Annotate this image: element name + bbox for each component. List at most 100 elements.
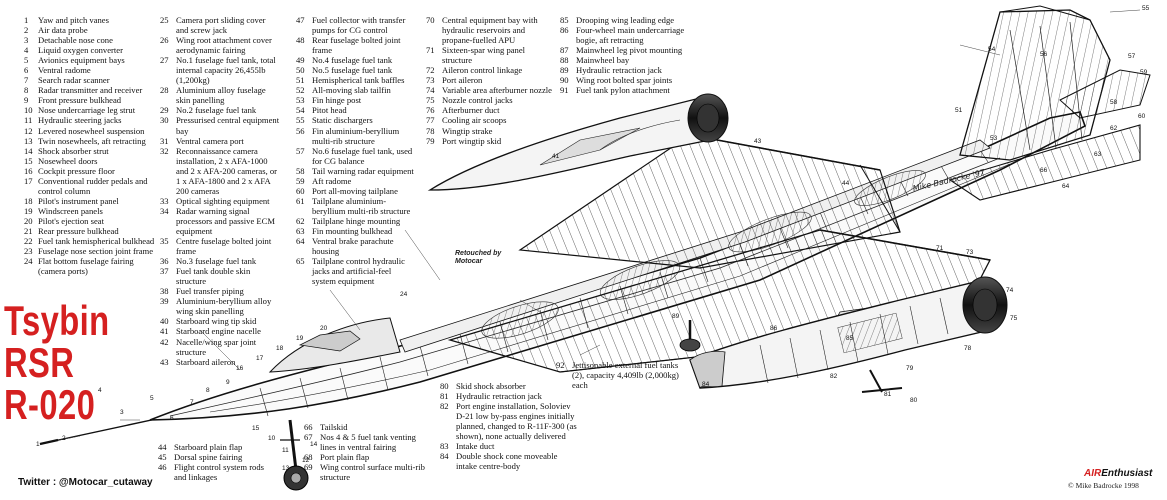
aircraft-title: Tsybin RSR R-020 bbox=[4, 300, 109, 426]
legend-item-number: 60 bbox=[296, 185, 305, 196]
legend-item-number: 38 bbox=[160, 286, 169, 297]
legend-item-text: Wingtip strake bbox=[442, 125, 493, 136]
legend-item-text: Port aileron bbox=[442, 75, 483, 86]
legend-item-number: 9 bbox=[24, 95, 29, 106]
diagram-tag: 81 bbox=[884, 391, 892, 398]
legend-item-text: Fuselage nose section joint frame bbox=[38, 246, 154, 257]
diagram-tag: 14 bbox=[310, 441, 318, 448]
legend-item-text: Fin mounting bulkhead bbox=[312, 225, 393, 236]
legend-item-text: Ventral camera port bbox=[176, 135, 244, 146]
diagram-tag: 10 bbox=[268, 435, 276, 442]
diagram-tag: 20 bbox=[320, 325, 328, 332]
diagram-tag: 57 bbox=[1128, 53, 1136, 60]
legend-item-text: All-moving slab tailfin bbox=[312, 85, 391, 96]
legend-item-text: Starboard plain flap bbox=[174, 442, 243, 452]
legend-item-number: 53 bbox=[296, 95, 305, 106]
legend-item-number: 3 bbox=[24, 35, 29, 46]
legend-item-number: 63 bbox=[296, 225, 305, 236]
legend-item-number: 31 bbox=[160, 135, 169, 146]
legend-item-text: Wing root bolted spar joints bbox=[576, 75, 673, 86]
diagram-tag: 64 bbox=[1062, 183, 1070, 190]
legend-item-text: Pilot's ejection seat bbox=[38, 215, 104, 226]
legend-item-text: Nose undercarriage leg strut bbox=[38, 105, 136, 116]
diagram-tag: 86 bbox=[770, 325, 778, 332]
legend-item-text: Detachable nose cone bbox=[38, 35, 113, 46]
legend-item-number: 74 bbox=[426, 85, 435, 96]
legend-item-text: Port engine installation, Soloviev D-21 … bbox=[456, 401, 577, 442]
legend-item-number: 32 bbox=[160, 145, 169, 156]
legend-item-text: Twin nosewheels, aft retracting bbox=[38, 135, 146, 146]
legend-item-number: 71 bbox=[426, 45, 435, 56]
title-line-2: RSR bbox=[4, 339, 75, 386]
legend-item-text: Tailplane aluminium-beryllium multi-rib … bbox=[312, 195, 411, 216]
legend-item-text: Wing root attachment cover aerodynamic f… bbox=[176, 35, 272, 56]
legend-item-text: Fuel tank double skin structure bbox=[176, 266, 251, 287]
legend-item-number: 68 bbox=[304, 452, 313, 463]
legend-item-number: 6 bbox=[24, 65, 29, 76]
legend-item-text: Rear fuselage bolted joint frame bbox=[312, 35, 401, 56]
legend-item-number: 47 bbox=[296, 15, 305, 25]
legend-item-number: 40 bbox=[160, 316, 169, 327]
legend-item-text: Camera port sliding cover and screw jack bbox=[176, 15, 266, 36]
diagram-tag: 89 bbox=[672, 313, 680, 320]
diagram-tag: 12 bbox=[302, 457, 310, 464]
legend-item-text: Tailplane control hydraulic jacks and ar… bbox=[312, 256, 405, 287]
legend-item-text: Static dischargers bbox=[312, 115, 373, 126]
legend-item-number: 72 bbox=[426, 65, 435, 76]
diagram-tag: 55 bbox=[1142, 5, 1150, 12]
legend-item-text: Front pressure bulkhead bbox=[38, 95, 122, 106]
legend-item-text: Starboard aileron bbox=[176, 356, 236, 367]
legend-item-number: 1 bbox=[24, 15, 29, 25]
copyright-notice: © Mike Badrocke 1998 bbox=[1068, 481, 1139, 490]
legend-item-number: 77 bbox=[426, 115, 435, 126]
legend-item-number: 16 bbox=[24, 165, 33, 176]
legend-item-number: 46 bbox=[158, 462, 167, 473]
legend-item-number: 35 bbox=[160, 236, 169, 247]
legend-item-number: 2 bbox=[24, 25, 29, 36]
legend-item-number: 34 bbox=[160, 205, 169, 216]
legend-item-number: 85 bbox=[560, 15, 569, 25]
legend-item-number: 67 bbox=[304, 432, 313, 443]
legend-item-number: 61 bbox=[296, 195, 305, 206]
legend-item-number: 29 bbox=[160, 105, 169, 116]
legend-item-text: Nacelle/wing spar joint structure bbox=[176, 336, 257, 357]
legend-item-number: 45 bbox=[158, 452, 167, 463]
legend-item-text: Starboard wing tip skid bbox=[176, 316, 257, 327]
diagram-tag: 60 bbox=[1138, 113, 1146, 120]
legend-item-number: 87 bbox=[560, 45, 569, 56]
legend-item-number: 86 bbox=[560, 25, 569, 36]
twitter-handle: Twitter : @Motocar_cutaway bbox=[18, 477, 153, 488]
air-enthusiast-logo: AIREnthusiast bbox=[1084, 468, 1152, 479]
diagram-tag: 58 bbox=[1110, 99, 1118, 106]
legend-item-number: 76 bbox=[426, 105, 435, 116]
legend-item-number: 49 bbox=[296, 55, 305, 66]
diagram-tag: 11 bbox=[282, 447, 289, 454]
diagram-tag: 82 bbox=[830, 373, 838, 380]
diagram-tag: 44 bbox=[842, 180, 850, 187]
port-engine-nacelle bbox=[689, 276, 1008, 389]
